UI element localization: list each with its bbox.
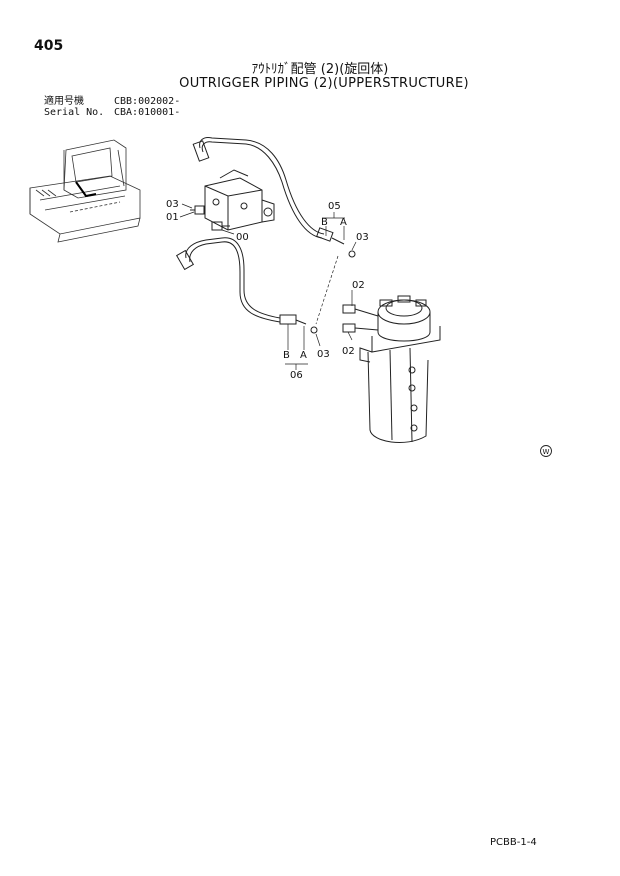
- callout-label: 03: [356, 232, 369, 243]
- serial-value: CBB:002002-: [114, 96, 181, 107]
- callout-label: 02: [342, 346, 355, 357]
- hose-06: [175, 237, 318, 334]
- callout-labels: 03 01 00 05 B A 03 02 02 B A 03 06: [166, 199, 369, 381]
- page-code: PCBB-1-4: [490, 837, 537, 848]
- serial-row-english: Serial No. CBA:010001-: [44, 107, 180, 118]
- callout-label: 02: [352, 280, 365, 291]
- valve-fittings: [190, 205, 230, 231]
- circled-mark: W: [540, 445, 552, 457]
- serial-label: Serial No.: [44, 107, 105, 118]
- page-title-japanese: ｱｳﾄﾘｶﾞ配管 (2)(旋回体): [251, 62, 389, 77]
- control-valve: [204, 169, 275, 231]
- page-title-english: OUTRIGGER PIPING (2)(UPPERSTRUCTURE): [179, 76, 469, 91]
- callout-label: A: [340, 217, 347, 228]
- callout-label: 06: [290, 370, 303, 381]
- callout-label: A: [300, 350, 307, 361]
- callout-label: 01: [166, 212, 179, 223]
- callout-label: 03: [317, 349, 330, 360]
- callout-label: 05: [328, 201, 341, 212]
- callout-label: B: [283, 350, 290, 361]
- swivel-fittings: [342, 304, 379, 333]
- mark-symbol: W: [543, 448, 550, 456]
- serial-label: 適用号機: [44, 96, 84, 107]
- leader-lines: [179, 203, 357, 370]
- hose-05: [192, 137, 356, 258]
- serial-info: 適用号機 CBB:002002- Serial No. CBA:010001-: [44, 96, 180, 118]
- swivel-joint: [359, 295, 441, 443]
- serial-row-japanese: 適用号機 CBB:002002-: [44, 96, 180, 107]
- serial-value: CBA:010001-: [114, 107, 181, 118]
- callout-label: 00: [236, 232, 249, 243]
- page-number: 405: [34, 38, 64, 54]
- callout-label: B: [321, 217, 328, 228]
- excavator-thumbnail: [29, 139, 141, 243]
- callout-label: 03: [166, 199, 179, 210]
